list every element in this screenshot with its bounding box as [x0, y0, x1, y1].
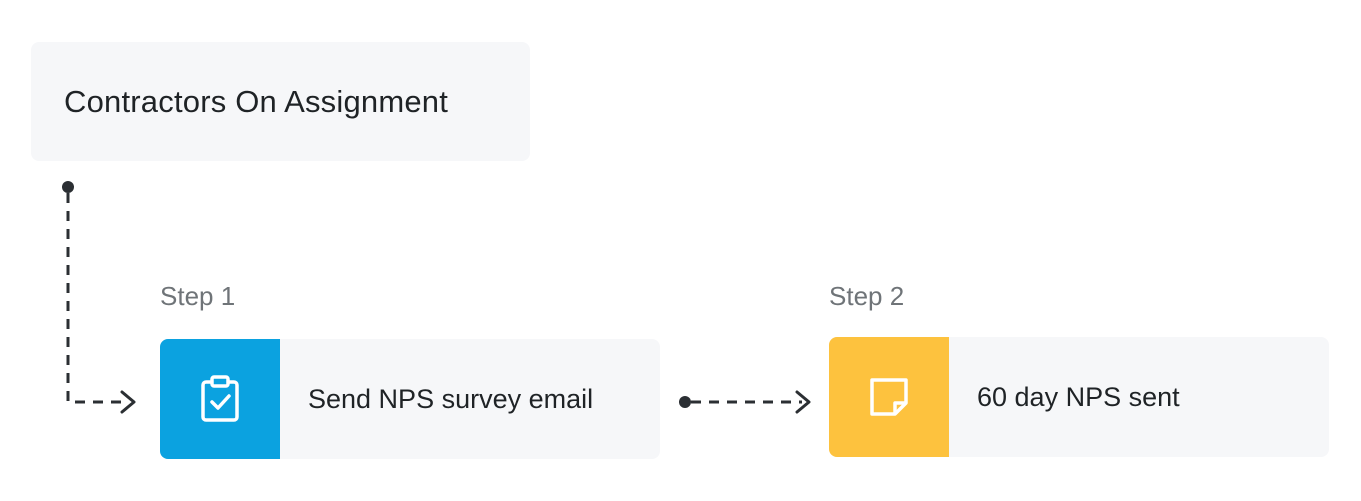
connector-start-dot [62, 181, 74, 193]
arrowhead-icon [120, 390, 136, 414]
trigger-title: Contractors On Assignment [64, 83, 449, 119]
step-2-card[interactable]: 60 day NPS sent [829, 337, 1329, 457]
trigger-node[interactable]: Contractors On Assignment [31, 42, 530, 161]
connector-start-dot [679, 396, 691, 408]
step-2-label: Step 2 [829, 281, 905, 311]
connector-step-1-to-step-2 [679, 390, 811, 414]
arrowhead-icon [795, 390, 811, 414]
clipboard-check-icon [201, 375, 239, 422]
step-1-label: Step 1 [160, 281, 236, 311]
step-1-icon-block [160, 339, 280, 459]
step-1-card[interactable]: Send NPS survey email [160, 339, 660, 459]
connector-dashed-line [66, 193, 128, 404]
sticky-note-icon [870, 378, 908, 416]
step-2-icon-block [829, 337, 949, 457]
step-2-action: 60 day NPS sent [977, 381, 1180, 412]
step-1-action: Send NPS survey email [308, 383, 594, 414]
connector-trigger-to-step-1 [62, 181, 136, 414]
